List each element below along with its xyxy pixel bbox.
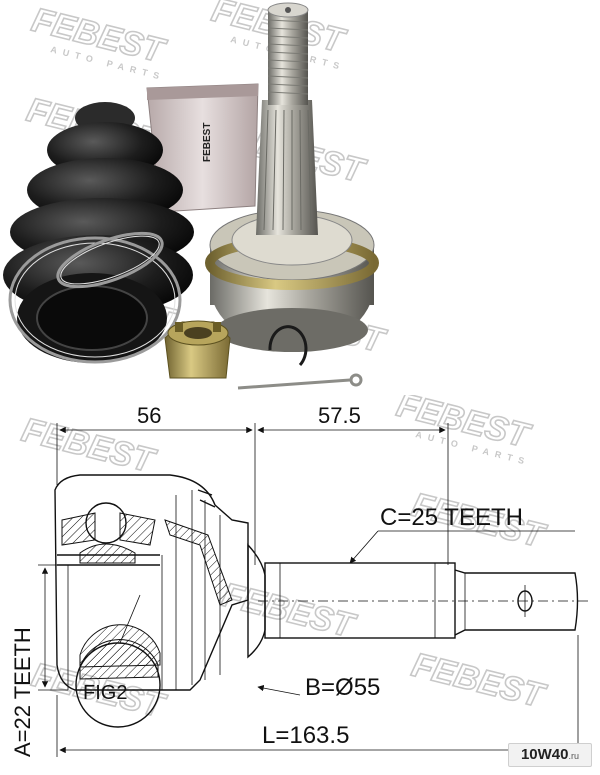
technical-drawing: FEBEST FEBEST AUTO PARTS FEBEST FEBEST F… — [10, 395, 590, 757]
watermark-brand: FEBEST — [408, 646, 550, 716]
length-l-label: L=163.5 — [262, 722, 349, 749]
watermark-brand: FEBEST — [218, 576, 360, 646]
splined-shaft — [256, 2, 318, 235]
snap-ring — [268, 325, 308, 367]
spline-c-callout: C=25 TEETH — [349, 504, 575, 564]
site-badge: 10W40.ru — [508, 743, 592, 767]
site-badge-main: 10W40 — [520, 746, 569, 763]
spline-a-dimension: A=22 TEETH — [10, 564, 68, 757]
top-dimension: 56 57.5 — [56, 403, 449, 565]
packet-label: FEBEST — [202, 123, 213, 162]
cotter-pin — [237, 373, 363, 390]
dim-57-5-label: 57.5 — [318, 403, 361, 428]
cv-joint-housing — [205, 209, 379, 352]
spline-a-label: A=22 TEETH — [10, 627, 35, 757]
product-photo: FEBEST AUTO PARTS FEBEST AUTO PARTS FEBE… — [3, 0, 391, 390]
fig2-callout: FIG2 — [75, 594, 161, 728]
shaft-drawing — [247, 543, 590, 659]
diameter-b-label: B=Ø55 — [305, 674, 380, 701]
diameter-b-callout: B=Ø55 — [257, 674, 380, 701]
length-dimension: L=163.5 — [56, 635, 579, 757]
boot-clamps — [8, 231, 182, 364]
castle-nut — [164, 320, 231, 379]
site-badge-suffix: .ru — [568, 751, 580, 761]
rubber-boot — [3, 102, 194, 363]
spline-c-label: C=25 TEETH — [380, 504, 523, 531]
dim-56-label: 56 — [137, 403, 161, 428]
fig2-label: FIG2 — [83, 682, 127, 704]
